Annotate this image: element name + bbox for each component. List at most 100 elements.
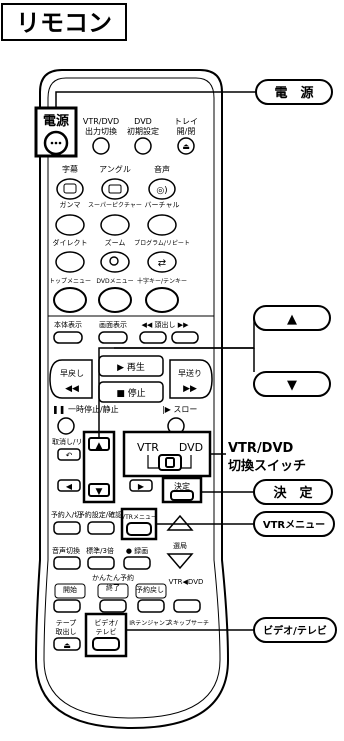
audio-switch-button[interactable] [53, 556, 81, 570]
row6-label-unit: 本体表示 [54, 320, 82, 329]
skip-back-button[interactable] [139, 331, 167, 344]
video-tv-label-1: ビデオ/ [94, 618, 118, 627]
cancel-reset-button[interactable] [57, 448, 81, 461]
row6-label-screen: 画面表示 [99, 320, 127, 329]
timer-back-button[interactable] [137, 599, 165, 613]
cursor-left-button[interactable] [57, 479, 81, 492]
audio-button[interactable] [148, 178, 176, 200]
tray-label-1: トレイ [174, 117, 198, 126]
power-leader-line [55, 91, 256, 108]
dvd-setup-button[interactable] [134, 137, 152, 155]
cursor-up-icon: ▲ [96, 441, 103, 451]
audio-switch-label: 音声切換 [52, 546, 80, 555]
record-label: ● 録画 [126, 546, 148, 555]
channel-down-button[interactable] [166, 553, 194, 570]
ir-jump-label: IRテンジャンプ [129, 620, 170, 627]
rewind-button[interactable] [49, 359, 93, 399]
up-callout [253, 305, 331, 331]
row2-label-subtitle: 字幕 [62, 164, 78, 174]
pause-label: ❚❚ 一時停止/静止 [52, 404, 119, 414]
vtr-dvd-output-button[interactable] [92, 137, 110, 155]
top-menu-button[interactable] [53, 287, 87, 313]
vtr-dvd-output-label-2: 出力切換 [85, 126, 117, 136]
audio-waves-icon: ◎) [156, 186, 167, 196]
easy-timer-end-button[interactable] [99, 599, 127, 613]
channel-up-button[interactable] [166, 514, 194, 531]
pause-button[interactable] [57, 417, 75, 435]
timer-set-button[interactable] [87, 521, 115, 535]
skip-forward-button[interactable] [171, 331, 199, 344]
power-callout-text: 電 源 [274, 85, 313, 101]
down-callout [253, 371, 331, 397]
program-repeat-button[interactable] [147, 251, 177, 273]
enter-callout-text: 決 定 [273, 485, 312, 501]
vtr-dvd-switch[interactable] [158, 454, 182, 471]
vtr-dvd-dub-label: VTR◀DVD [169, 578, 204, 586]
easy-timer-start-button[interactable] [53, 599, 81, 613]
page-title: リモコン [16, 9, 112, 37]
skip-search-label: スキップサーチ [167, 620, 209, 627]
title-box [1, 3, 127, 41]
rewind-icon: ◀◀ [65, 384, 79, 394]
stop-label: ■ 停止 [116, 387, 145, 399]
cursor-right-icon: ▶ [138, 482, 145, 491]
vtr-dvd-dub-button[interactable] [173, 599, 201, 613]
camera-icon [108, 184, 122, 194]
row3-label-gamma: ガンマ [60, 200, 81, 209]
dvd-setup-label-2: 初期設定 [127, 126, 159, 136]
channel-label: 選局 [173, 541, 187, 550]
cursor-left-icon: ◀ [66, 482, 73, 491]
row3-label-virtual: バーチャル [145, 201, 180, 209]
unit-display-button[interactable] [53, 331, 83, 344]
repeat-icon: ⇄ [158, 258, 166, 269]
row5-label-cursor: 十字キー/テンキー [137, 277, 187, 285]
subtitle-icon [63, 183, 77, 194]
zoom-button[interactable] [100, 251, 130, 273]
easy-timer-label: かんたん予約 [92, 573, 134, 582]
enter-button[interactable] [170, 490, 194, 501]
fast-forward-button[interactable] [169, 359, 213, 399]
virtual-button[interactable] [147, 214, 177, 236]
timer-onoff-button[interactable] [53, 521, 81, 535]
fast-forward-label: 早送り [178, 368, 202, 378]
eject-icon: ⏏ [182, 142, 190, 151]
super-picture-button[interactable] [100, 214, 130, 236]
magnifier-icon [109, 256, 119, 266]
switch-callout-line1: VTR/DVD [228, 441, 294, 456]
cursor-right-button[interactable] [129, 479, 153, 492]
vtr-menu-label: VTRメニュー [121, 514, 157, 521]
timer-back-label: 予約戻し [136, 585, 164, 594]
tape-eject-button[interactable] [53, 637, 81, 651]
tape-eject-label-1: テープ [56, 619, 77, 627]
row2-label-angle: アングル [99, 164, 131, 174]
speed-button[interactable] [87, 556, 115, 570]
switch-dvd-label: DVD [179, 441, 203, 454]
vtr-menu-button[interactable] [126, 522, 152, 536]
rewind-label: 早戻し [60, 368, 84, 378]
direct-button[interactable] [55, 251, 85, 273]
cursor-ten-key-button[interactable] [145, 287, 179, 313]
down-callout-icon: ▼ [287, 378, 297, 393]
subtitle-button[interactable] [56, 178, 84, 200]
record-button[interactable] [123, 556, 151, 570]
power-dot-icon [50, 141, 54, 145]
end-label: 終了 [106, 583, 120, 592]
dvd-menu-button[interactable] [98, 287, 132, 313]
slow-label: |▶ スロー [162, 405, 197, 414]
enter-callout [253, 479, 333, 505]
row4-label-program: プログラム/リピート [134, 239, 190, 247]
row5-label-dvdmenu: DVDメニュー [96, 278, 133, 285]
play-label: ▶ 再生 [117, 361, 145, 373]
row4-label-zoom: ズーム [105, 238, 126, 247]
row6-label-skip: ◀◀ 頭出し ▶▶ [142, 320, 190, 329]
cursor-down-button[interactable] [88, 483, 110, 497]
tray-button[interactable] [177, 137, 195, 155]
video-tv-button[interactable] [92, 637, 120, 651]
gamma-button[interactable] [55, 214, 85, 236]
screen-display-button[interactable] [98, 331, 128, 344]
cancel-reset-label: 取消し/リセット [52, 437, 103, 446]
vtr-dvd-output-label-1: VTR/DVD [83, 117, 119, 126]
angle-button[interactable] [101, 178, 129, 200]
cursor-down-icon: ▼ [96, 487, 103, 497]
